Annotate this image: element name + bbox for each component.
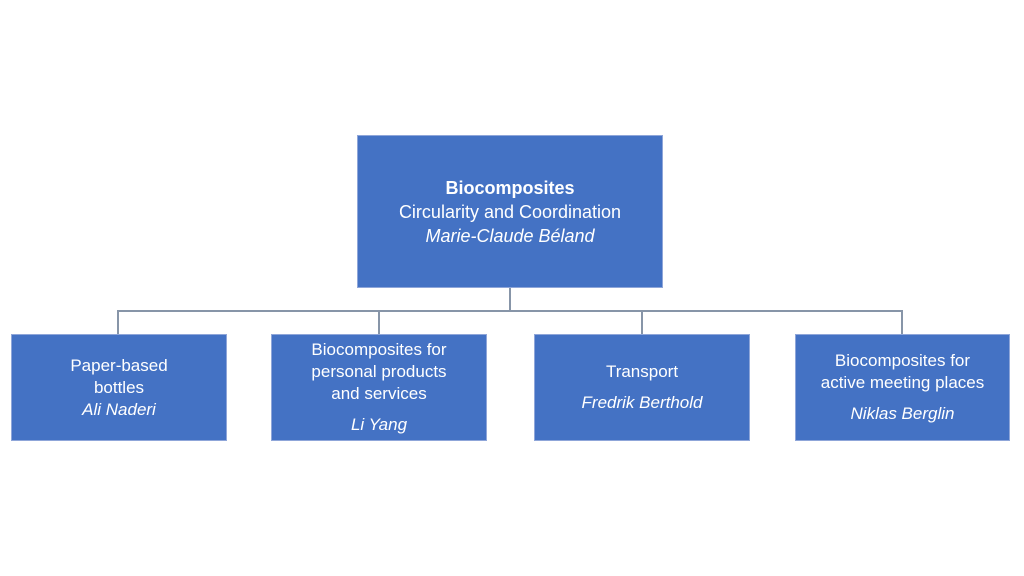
node-person: Fredrik Berthold xyxy=(581,393,703,412)
node-person: Ali Naderi xyxy=(82,399,156,419)
connector-root-drop xyxy=(509,288,511,311)
connector-drop-meeting-places xyxy=(901,310,903,334)
org-node-personal-products[interactable]: Biocomposites for personal products and … xyxy=(271,334,487,441)
node-person: Niklas Berglin xyxy=(850,404,955,423)
connector-drop-personal-products xyxy=(378,310,380,334)
connector-drop-transport xyxy=(641,310,643,334)
node-person: Li Yang xyxy=(350,415,408,434)
node-title: Biocomposites for personal products and … xyxy=(311,340,447,403)
root-subtitle: Circularity and Coordination xyxy=(398,201,622,222)
root-title: Biocomposites xyxy=(445,177,575,198)
connector-drop-paper-based-bottles xyxy=(117,310,119,334)
node-title: Biocomposites for active meeting places xyxy=(820,351,985,392)
org-node-transport[interactable]: Transport Fredrik Berthold xyxy=(534,334,750,441)
org-node-root[interactable]: Biocomposites Circularity and Coordinati… xyxy=(357,135,663,288)
node-title: Paper-based bottles xyxy=(70,355,168,397)
node-title: Transport xyxy=(605,362,679,381)
org-node-paper-based-bottles[interactable]: Paper-based bottles Ali Naderi xyxy=(11,334,227,441)
connector-horizontal-rail xyxy=(117,310,903,312)
root-person: Marie-Claude Béland xyxy=(425,225,595,246)
org-node-meeting-places[interactable]: Biocomposites for active meeting places … xyxy=(795,334,1010,441)
